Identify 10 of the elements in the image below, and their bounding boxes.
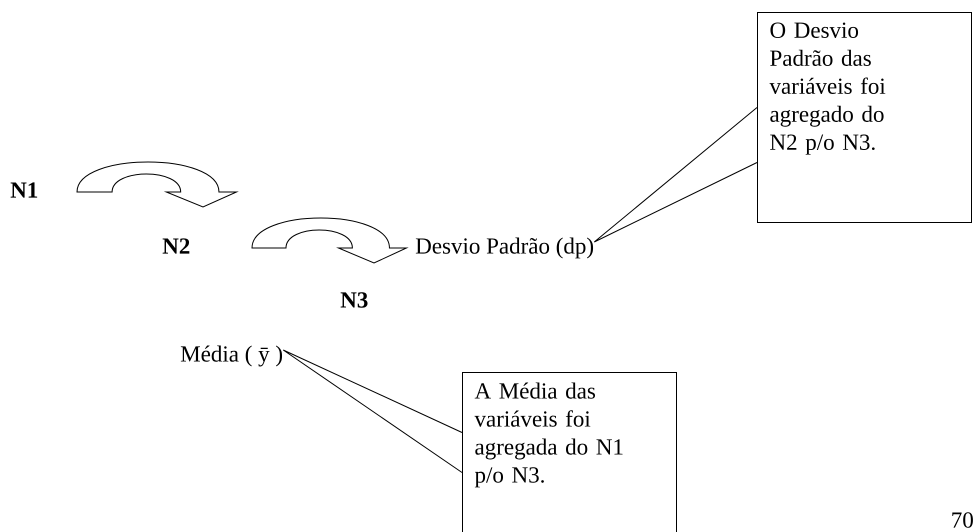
callout-pointer [282,350,462,473]
level-label: N2 [162,238,190,254]
callout-pointer [594,107,758,242]
page-number: 70 [952,512,973,528]
level-label: N3 [340,292,368,308]
measure-label: Desvio Padrão (dp) [416,238,594,258]
callout-box: O Desvio Padrão das variáveis foi agregado do N2 p/o N3. [757,12,972,223]
callout-box: A Média das variáveis foi agregada do N1 p/o N3. [462,372,677,532]
level-label: N1 [10,182,38,198]
measure-label: Média ( ȳ ) [180,346,282,366]
